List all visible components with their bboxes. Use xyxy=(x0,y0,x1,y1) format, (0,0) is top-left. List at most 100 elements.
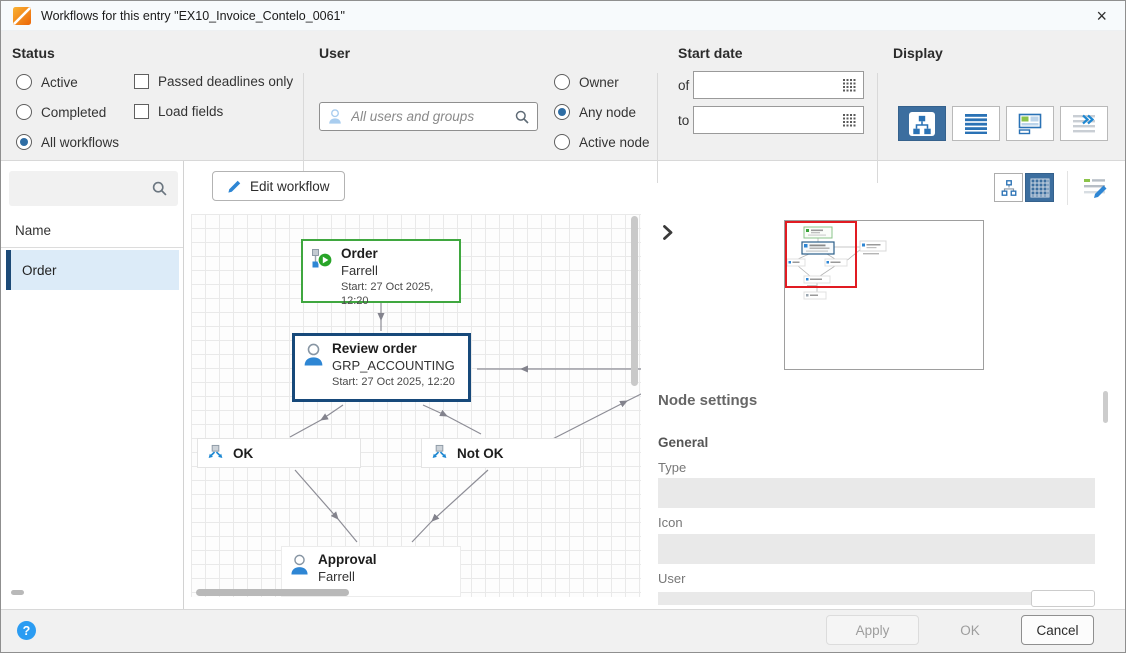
user-field-label: User xyxy=(658,571,686,586)
forward-view-icon xyxy=(1073,113,1095,135)
node-settings-heading: Node settings xyxy=(658,392,758,409)
search-icon[interactable] xyxy=(515,110,529,124)
person-icon xyxy=(328,109,342,124)
node-title: OK xyxy=(233,445,254,461)
sidebar-hscroll-thumb[interactable] xyxy=(11,590,24,595)
filter-divider xyxy=(877,73,878,183)
apply-button[interactable]: Apply xyxy=(826,615,919,645)
checkbox-load-fields[interactable]: Load fields xyxy=(134,104,223,119)
layout-view-button[interactable] xyxy=(994,173,1023,202)
radio-completed-control[interactable] xyxy=(16,104,32,120)
icon-field-input xyxy=(658,534,1095,564)
user-search-field[interactable] xyxy=(319,102,538,131)
radio-owner-control[interactable] xyxy=(554,74,570,90)
radio-active-control[interactable] xyxy=(16,74,32,90)
node-title: Approval xyxy=(318,552,377,567)
person-icon xyxy=(303,343,324,395)
display-forward-view-button[interactable] xyxy=(1060,106,1108,141)
radio-active-node-label: Active node xyxy=(579,134,650,150)
workflow-canvas[interactable]: Order Farrell Start: 27 Oct 2025, 12:20 … xyxy=(191,214,641,597)
radio-owner-label: Owner xyxy=(579,74,619,90)
user-field-select-button[interactable] xyxy=(1031,590,1095,607)
checkbox-load-fields-label: Load fields xyxy=(158,104,224,119)
ok-button[interactable]: OK xyxy=(931,615,1009,645)
radio-active-node-control[interactable] xyxy=(554,134,570,150)
node-approval[interactable]: Approval Farrell xyxy=(281,546,461,597)
start-date-of-field[interactable] xyxy=(693,71,864,99)
calendar-icon[interactable] xyxy=(843,113,856,127)
checkbox-load-fields-control[interactable] xyxy=(134,104,149,119)
footer-bar xyxy=(1,609,1125,652)
node-review-order[interactable]: Review order GRP_ACCOUNTING Start: 27 Oc… xyxy=(292,333,471,402)
filter-divider xyxy=(303,73,304,183)
minimap-graphic xyxy=(785,221,887,300)
edit-workflow-button[interactable]: Edit workflow xyxy=(212,171,345,201)
edit-workflow-label: Edit workflow xyxy=(250,178,330,194)
radio-all-workflows-control[interactable] xyxy=(16,134,32,150)
minimap-viewport xyxy=(785,221,857,288)
person-icon xyxy=(290,554,309,592)
app-logo-icon xyxy=(13,6,31,25)
grid-icon xyxy=(1030,178,1050,198)
search-icon xyxy=(152,181,167,196)
column-header-name: Name xyxy=(1,214,183,248)
form-view-icon xyxy=(1018,113,1042,135)
checkbox-passed-deadlines[interactable]: Passed deadlines only xyxy=(134,74,293,89)
dialog-title: Workflows for this entry "EX10_Invoice_C… xyxy=(41,8,345,23)
status-heading: Status xyxy=(12,45,55,61)
edit-form-button[interactable] xyxy=(1081,175,1109,201)
start-date-of-input[interactable] xyxy=(701,76,837,94)
canvas-hscroll-thumb[interactable] xyxy=(196,589,349,596)
icon-field-label: Icon xyxy=(658,515,683,530)
calendar-icon[interactable] xyxy=(843,78,856,92)
org-chart-icon xyxy=(1000,179,1018,197)
radio-all-workflows-label: All workflows xyxy=(41,134,120,150)
radio-any-node[interactable]: Any node xyxy=(554,104,636,120)
start-date-of-label: of xyxy=(678,78,690,93)
grid-toggle-button[interactable] xyxy=(1025,173,1054,202)
titlebar: Workflows for this entry "EX10_Invoice_C… xyxy=(1,1,1125,31)
toolbar-divider xyxy=(1067,171,1068,205)
radio-completed-label: Completed xyxy=(41,104,107,120)
close-icon[interactable]: × xyxy=(1090,6,1113,26)
cancel-button[interactable]: Cancel xyxy=(1021,615,1094,645)
radio-owner[interactable]: Owner xyxy=(554,74,619,90)
selection-bar xyxy=(6,250,11,290)
node-start-date: Start: 27 Oct 2025, 12:20 xyxy=(332,376,455,388)
radio-all-workflows[interactable]: All workflows xyxy=(16,134,119,150)
node-user: Farrell xyxy=(318,569,355,584)
chevron-right-icon xyxy=(662,224,673,241)
minimap[interactable] xyxy=(784,220,984,370)
start-date-heading: Start date xyxy=(678,45,743,61)
user-search-input[interactable] xyxy=(349,108,508,125)
collapse-panel-button[interactable] xyxy=(660,222,675,243)
radio-completed[interactable]: Completed xyxy=(16,104,106,120)
start-date-to-input[interactable] xyxy=(701,111,837,129)
display-form-view-button[interactable] xyxy=(1006,106,1054,141)
help-icon[interactable]: ? xyxy=(17,621,36,640)
radio-active-node[interactable]: Active node xyxy=(554,134,650,150)
general-section-heading: General xyxy=(658,435,709,450)
checkbox-passed-deadlines-control[interactable] xyxy=(134,74,149,89)
list-view-icon xyxy=(965,113,987,134)
radio-active[interactable]: Active xyxy=(16,74,78,90)
canvas-vscroll-thumb[interactable] xyxy=(631,216,638,386)
type-field-input xyxy=(658,478,1095,508)
type-field-label: Type xyxy=(658,460,687,475)
node-user: GRP_ACCOUNTING xyxy=(332,358,455,373)
node-title: Not OK xyxy=(457,445,504,461)
radio-any-node-control[interactable] xyxy=(554,104,570,120)
workflow-list-item-label: Order xyxy=(22,262,57,278)
node-not-ok[interactable]: Not OK xyxy=(421,438,581,468)
radio-any-node-label: Any node xyxy=(579,104,637,120)
workflow-list-search-field[interactable] xyxy=(9,171,178,206)
display-list-view-button[interactable] xyxy=(952,106,1000,141)
edit-form-icon xyxy=(1082,176,1108,200)
start-date-to-field[interactable] xyxy=(693,106,864,134)
workflow-list-item-order[interactable]: Order xyxy=(6,250,179,290)
settings-vscroll-thumb[interactable] xyxy=(1103,391,1108,423)
node-ok[interactable]: OK xyxy=(197,438,361,468)
display-tree-view-button[interactable] xyxy=(898,106,946,141)
node-order[interactable]: Order Farrell Start: 27 Oct 2025, 12:20 xyxy=(301,239,461,307)
user-field-input xyxy=(658,592,1095,605)
